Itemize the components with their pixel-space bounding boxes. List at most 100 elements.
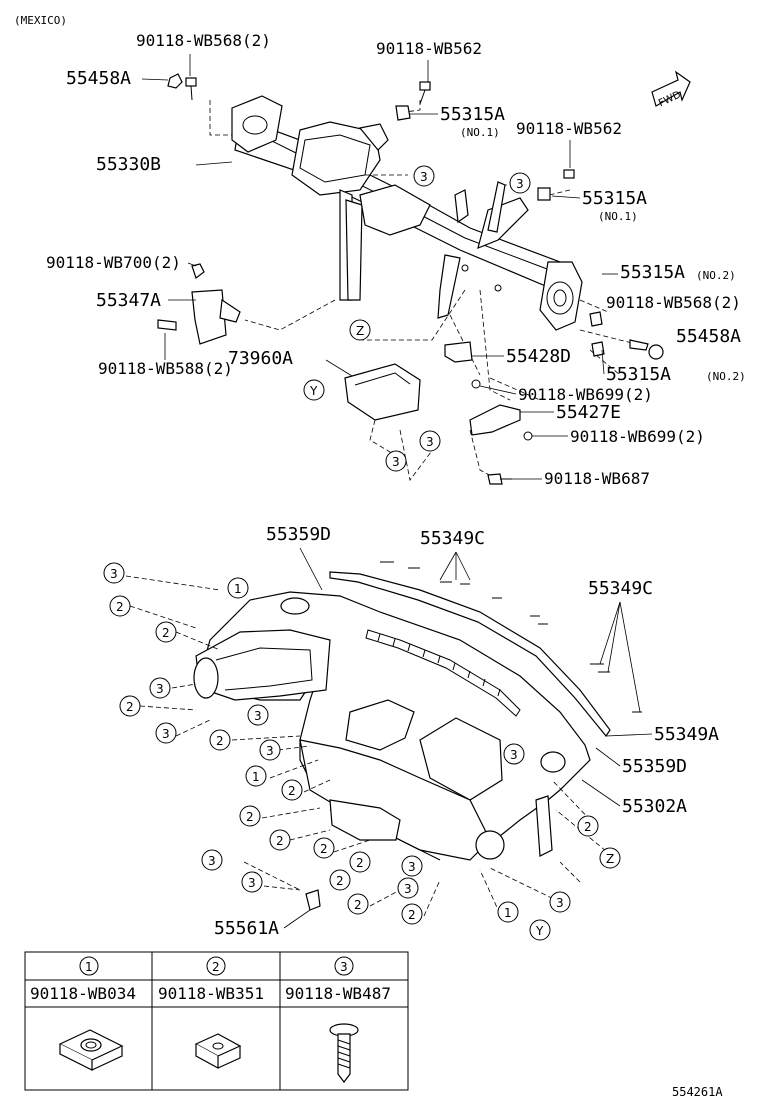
part-note: (NO.2) xyxy=(706,370,746,383)
svg-text:3: 3 xyxy=(408,860,416,874)
table-code: 90118-WB034 xyxy=(30,984,136,1003)
square-nut-icon xyxy=(194,1033,242,1070)
instrument-panel xyxy=(193,571,611,861)
callout-2: 2 xyxy=(313,837,335,859)
upper-fasteners xyxy=(157,73,664,485)
part-note: (NO.2) xyxy=(696,269,736,282)
fastener-table: 1 2 3 90118-WB034 90118-WB351 90118-WB48… xyxy=(24,951,409,1091)
svg-text:3: 3 xyxy=(110,567,118,581)
callout-2: 2 xyxy=(329,869,351,891)
part-label: 73960A xyxy=(228,348,293,369)
part-label: 55315A xyxy=(440,104,505,125)
part-label: 55315A xyxy=(582,188,647,209)
callout-2: 2 xyxy=(209,729,231,751)
callout-2: 2 xyxy=(155,621,177,643)
part-note: (NO.1) xyxy=(460,126,500,139)
callout-1: 1 xyxy=(497,901,519,923)
part-label: 55349C xyxy=(420,528,485,549)
svg-text:3: 3 xyxy=(266,744,274,758)
part-label: 90118-WB699(2) xyxy=(518,385,653,404)
svg-text:2: 2 xyxy=(212,960,220,974)
svg-text:Y: Y xyxy=(309,384,318,398)
svg-text:3: 3 xyxy=(162,727,170,741)
svg-text:Z: Z xyxy=(606,852,614,866)
callout-3: 3 xyxy=(509,172,531,194)
svg-text:3: 3 xyxy=(156,682,164,696)
clip-nut-icon xyxy=(58,1029,124,1071)
callout-2: 2 xyxy=(109,595,131,617)
svg-text:3: 3 xyxy=(248,876,256,890)
table-ref-2: 2 xyxy=(206,956,226,976)
callout-2: 2 xyxy=(119,695,141,717)
svg-text:1: 1 xyxy=(234,582,242,596)
svg-text:3: 3 xyxy=(404,882,412,896)
lower-callouts: 3 1 2 2 3 2 3 3 2 3 1 2 2 2 2 2 3 3 3 2 … xyxy=(103,562,621,941)
callout-y: Y xyxy=(529,919,551,941)
part-label: 55458A xyxy=(66,68,131,89)
callout-3: 3 xyxy=(241,871,263,893)
svg-text:Z: Z xyxy=(356,324,364,338)
lower-labels: 55359D 55349C 55349C 55349A 55359D 55302… xyxy=(214,524,719,939)
svg-text:2: 2 xyxy=(408,908,416,922)
part-label: 90118-WB699(2) xyxy=(570,427,705,446)
svg-text:3: 3 xyxy=(556,896,564,910)
callout-2: 2 xyxy=(281,779,303,801)
callout-2: 2 xyxy=(401,903,423,925)
callout-2: 2 xyxy=(239,805,261,827)
part-label: 55315A xyxy=(606,364,671,385)
part-label: 55347A xyxy=(96,290,161,311)
region-label: (MEXICO) xyxy=(14,14,67,27)
callout-z: Z xyxy=(599,847,621,869)
callout-3: 3 xyxy=(549,891,571,913)
table-code: 90118-WB487 xyxy=(285,984,391,1003)
svg-text:3: 3 xyxy=(510,748,518,762)
callout-y: Y xyxy=(303,379,325,401)
table-ref-3: 3 xyxy=(334,956,354,976)
callout-3: 3 xyxy=(149,677,171,699)
svg-text:1: 1 xyxy=(85,960,93,974)
svg-text:3: 3 xyxy=(426,435,434,449)
callout-2: 2 xyxy=(347,893,369,915)
part-label: 90118-WB588(2) xyxy=(98,359,233,378)
callout-3: 3 xyxy=(401,855,423,877)
part-label: 55359D xyxy=(622,756,687,777)
part-label: 90118-WB562 xyxy=(376,39,482,58)
fwd-arrow-icon: FWD xyxy=(651,70,691,109)
upper-labels: 90118-WB568(2) 55458A 90118-WB562 55315A… xyxy=(46,31,746,488)
svg-text:2: 2 xyxy=(288,784,296,798)
callout-3: 3 xyxy=(103,562,125,584)
lower-leader-lines xyxy=(125,575,613,917)
part-55561a xyxy=(305,889,321,911)
svg-text:3: 3 xyxy=(420,170,428,184)
table-code: 90118-WB351 xyxy=(158,984,264,1003)
svg-text:2: 2 xyxy=(126,700,134,714)
svg-text:2: 2 xyxy=(336,874,344,888)
part-label: 55428D xyxy=(506,346,571,367)
part-label: 90118-WB568(2) xyxy=(606,293,741,312)
svg-text:3: 3 xyxy=(340,960,348,974)
svg-text:3: 3 xyxy=(392,455,400,469)
instrument-panel-reinforcement xyxy=(231,95,583,331)
svg-text:Y: Y xyxy=(535,924,544,938)
callout-3: 3 xyxy=(201,849,223,871)
part-note: (NO.1) xyxy=(598,210,638,223)
svg-text:1: 1 xyxy=(252,770,260,784)
callout-2: 2 xyxy=(349,851,371,873)
part-label: 90118-WB700(2) xyxy=(46,253,181,272)
svg-text:3: 3 xyxy=(254,709,262,723)
part-label: 55349C xyxy=(588,578,653,599)
callout-3: 3 xyxy=(247,704,269,726)
part-label: 55458A xyxy=(676,326,741,347)
part-label: 55561A xyxy=(214,918,279,939)
svg-text:1: 1 xyxy=(504,906,512,920)
svg-text:3: 3 xyxy=(516,177,524,191)
part-label: 55427E xyxy=(556,402,621,423)
svg-text:2: 2 xyxy=(246,810,254,824)
callout-3: 3 xyxy=(155,722,177,744)
part-label: 90118-WB687 xyxy=(544,469,650,488)
callout-3: 3 xyxy=(413,165,435,187)
callout-3: 3 xyxy=(419,430,441,452)
callout-3: 3 xyxy=(259,739,281,761)
upper-callouts: 3 3 Z Y 3 3 xyxy=(303,165,531,472)
